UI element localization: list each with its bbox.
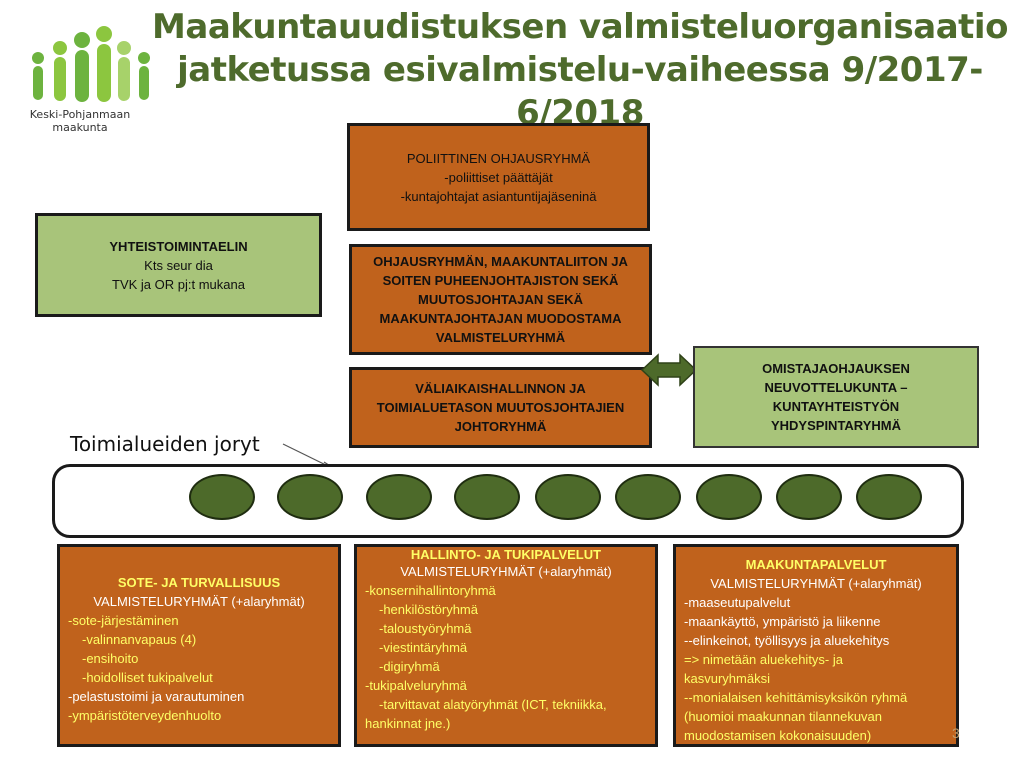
maakunta-item: --elinkeinot, työllisyys ja aluekehitys <box>684 633 890 648</box>
logo-line-2: maakunta <box>52 121 108 134</box>
sote-item: -valinnanvapaus (4) <box>82 632 197 647</box>
yhteistoimintaelin-box: YHTEISTOIMINTAELIN Kts seur dia TVK ja O… <box>35 213 322 317</box>
maakunta-column: MAAKUNTAPALVELUT VALMISTELURYHMÄT (+alar… <box>673 544 959 747</box>
sote-item: -pelastustoimi ja varautuminen <box>68 689 245 704</box>
maakunta-head: MAAKUNTAPALVELUT <box>745 557 887 572</box>
omistajaohjaus-box: OMISTAJAOHJAUKSEN NEUVOTTELUKUNTA – KUNT… <box>693 346 979 448</box>
hallinto-column: HALLINTO- JA TUKIPALVELUT VALMISTELURYHM… <box>354 544 658 747</box>
joryt-oval-8 <box>776 474 842 520</box>
valiaikaishallinto-box: VÄLIAIKAISHALLINNON JA TOIMIALUETASON MU… <box>349 367 652 448</box>
hallinto-item: -tarvittavat alatyöryhmät (ICT, tekniikk… <box>379 697 607 712</box>
valiaikais-line-3: JOHTORYHMÄ <box>454 419 547 434</box>
maakunta-item: muodostamisen kokonaisuuden) <box>684 728 872 743</box>
title-line-1: Maakuntauudistuksen valmisteluorganisaat… <box>152 7 1008 47</box>
hallinto-sub: VALMISTELURYHMÄT (+alaryhmät) <box>400 564 612 579</box>
valmisteluryhma-box: OHJAUSRYHMÄN, MAAKUNTALIITON JA SOITEN P… <box>349 244 652 355</box>
hallinto-item: -viestintäryhmä <box>379 640 468 655</box>
joryt-oval-5 <box>535 474 601 520</box>
joryt-oval-4 <box>454 474 520 520</box>
sote-column: SOTE- JA TURVALLISUUS VALMISTELURYHMÄT (… <box>57 544 341 747</box>
hallinto-item: -henkilöstöryhmä <box>379 602 478 617</box>
double-arrow-icon <box>640 353 698 387</box>
poliittinen-ohjausryhma-box: POLIITTINEN OHJAUSRYHMÄ -poliittiset pää… <box>347 123 650 231</box>
poliittinen-title: POLIITTINEN OHJAUSRYHMÄ <box>406 150 591 166</box>
valiaikais-line-2: TOIMIALUETASON MUUTOSJOHTAJIEN <box>376 400 625 415</box>
hallinto-item: hankinnat jne.) <box>365 716 451 731</box>
maakunta-item: kasvuryhmäksi <box>684 671 770 686</box>
maakunta-item: -maaseutupalvelut <box>684 595 791 610</box>
sote-item: -ympäristöterveydenhuolto <box>68 708 222 723</box>
poliittinen-line-2: -kuntajohtajat asiantuntijajäseninä <box>400 188 597 204</box>
hallinto-item: -taloustyöryhmä <box>379 621 472 636</box>
valiaikais-line-1: VÄLIAIKAISHALLINNON JA <box>415 381 586 396</box>
sote-sub: VALMISTELURYHMÄT (+alaryhmät) <box>93 594 305 609</box>
sote-item: -sote-järjestäminen <box>68 613 179 628</box>
logo-text: Keski-Pohjanmaan maakunta <box>20 108 140 134</box>
hallinto-item: -tukipalveluryhmä <box>365 678 467 693</box>
toimialueet-label: Toimialueiden joryt <box>70 432 260 456</box>
yhteistoiminta-line-1: Kts seur dia <box>144 257 213 273</box>
joryt-oval-7 <box>696 474 762 520</box>
joryt-oval-1 <box>189 474 255 520</box>
joryt-oval-3 <box>366 474 432 520</box>
valmisteluryhma-line-2: SOITEN PUHEENJOHTAJISTON SEKÄ <box>382 273 619 288</box>
maakunta-item: => nimetään aluekehitys- ja <box>684 652 843 667</box>
logo-icon <box>32 26 150 102</box>
poliittinen-line-1: -poliittiset päättäjät <box>444 169 553 185</box>
omistaja-line-4: YHDYSPINTARYHMÄ <box>770 418 901 433</box>
maakunta-item: (huomioi maakunnan tilannekuvan <box>684 709 883 724</box>
sote-head: SOTE- JA TURVALLISUUS <box>117 575 281 590</box>
hallinto-head: HALLINTO- JA TUKIPALVELUT <box>410 547 602 562</box>
valmisteluryhma-line-3: MUUTOSJOHTAJAN SEKÄ <box>418 292 583 307</box>
hallinto-item: -konsernihallintoryhmä <box>365 583 496 598</box>
joryt-oval-9 <box>856 474 922 520</box>
page-title: Maakuntauudistuksen valmisteluorganisaat… <box>150 6 1010 135</box>
maakunta-item: -maankäyttö, ympäristö ja liikenne <box>684 614 881 629</box>
sote-item: -ensihoito <box>82 651 139 666</box>
maakunta-sub: VALMISTELURYHMÄT (+alaryhmät) <box>710 576 922 591</box>
valmisteluryhma-line-1: OHJAUSRYHMÄN, MAAKUNTALIITON JA <box>373 254 628 269</box>
hallinto-item: -digiryhmä <box>379 659 440 674</box>
omistaja-line-3: KUNTAYHTEISTYÖN <box>772 399 900 414</box>
joryt-oval-2 <box>277 474 343 520</box>
maakunta-item: --monialaisen kehittämisyksikön ryhmä <box>684 690 908 705</box>
yhteistoiminta-line-2: TVK ja OR pj:t mukana <box>112 276 245 292</box>
joryt-oval-6 <box>615 474 681 520</box>
omistaja-line-2: NEUVOTTELUKUNTA – <box>764 380 908 395</box>
logo-line-1: Keski-Pohjanmaan <box>29 108 131 121</box>
yhteistoiminta-title: YHTEISTOIMINTAELIN <box>109 238 248 254</box>
omistaja-line-1: OMISTAJAOHJAUKSEN <box>762 361 910 376</box>
page-number: 3 <box>952 725 960 741</box>
valmisteluryhma-line-4: MAAKUNTAJOHTAJAN MUODOSTAMA <box>379 311 622 326</box>
title-line-2: jatketussa esivalmistelu-vaiheessa 9/201… <box>177 50 983 133</box>
sote-item: -hoidolliset tukipalvelut <box>82 670 213 685</box>
valmisteluryhma-line-5: VALMISTELURYHMÄ <box>435 330 566 345</box>
